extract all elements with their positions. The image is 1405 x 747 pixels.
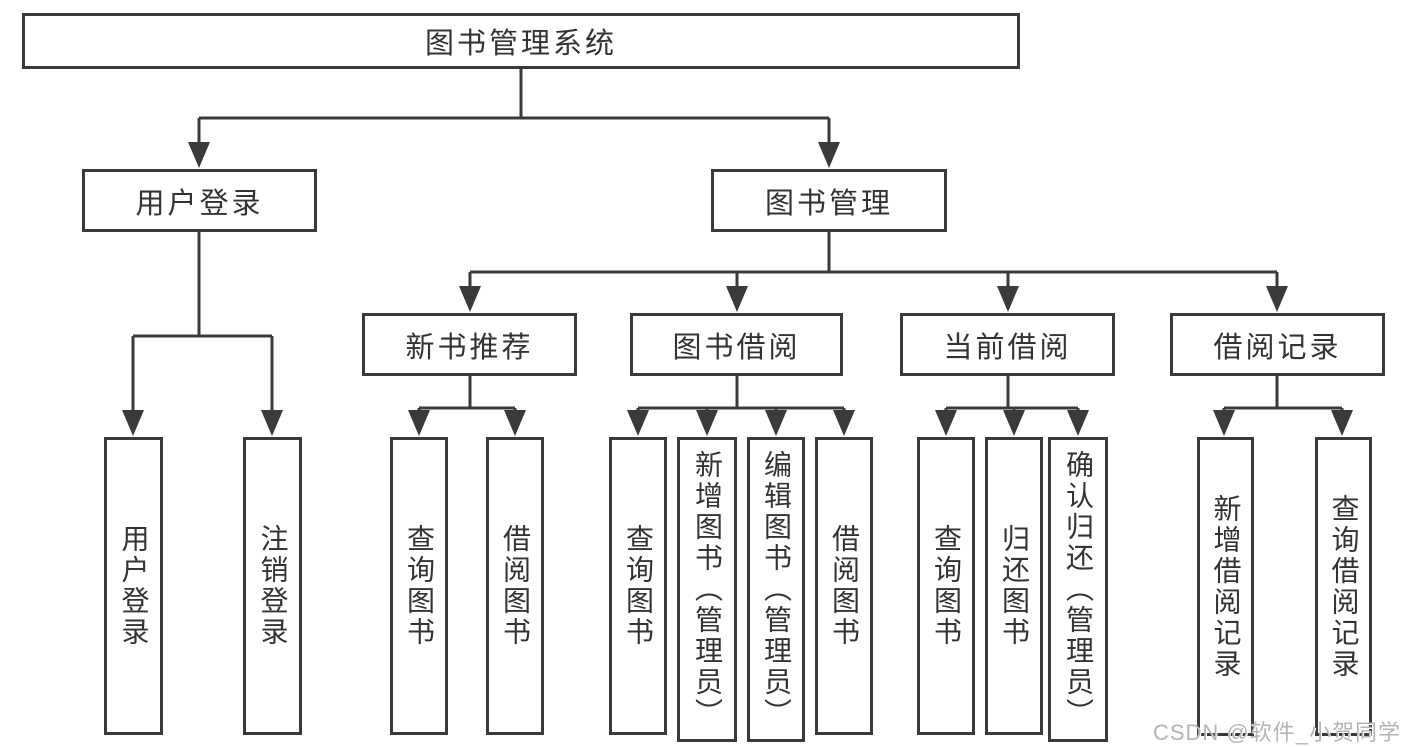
arrowhead-leaf-query-books-2: [627, 410, 649, 436]
arrowhead-leaf-edit-book: [765, 410, 787, 436]
node-current-borrowing: 当前借阅: [900, 313, 1115, 376]
edge-book-management-branch: [468, 232, 1279, 288]
arrowhead-user-login: [188, 142, 210, 168]
node-book-management: 图书管理: [711, 169, 947, 232]
leaf-query-books-2: 查询图书: [609, 437, 667, 735]
node-user-login: 用户登录: [82, 169, 317, 232]
leaf-return-books-label: 归还图书: [999, 524, 1030, 648]
edge-book-borrowing-branch: [636, 376, 846, 414]
node-borrowing-records: 借阅记录: [1170, 313, 1385, 376]
node-book-borrowing: 图书借阅: [630, 313, 843, 376]
leaf-confirm-return-admin-label: 确认归还（管理员）: [1063, 450, 1094, 729]
leaf-query-books-1-label: 查询图书: [404, 524, 435, 648]
arrowhead-book-borrowing: [726, 286, 748, 312]
leaf-logout: 注销登录: [243, 437, 302, 735]
node-new-book-recommend: 新书推荐: [362, 313, 577, 376]
edge-root-to-level2: [197, 69, 831, 145]
edge-borrowing-records-branch: [1222, 376, 1344, 414]
arrowhead-book-management: [818, 142, 840, 168]
arrowhead-borrowing-records: [1266, 286, 1288, 312]
node-book-borrowing-label: 图书借阅: [672, 331, 801, 364]
leaf-borrow-books-1-label: 借阅图书: [500, 524, 531, 648]
node-user-login-label: 用户登录: [135, 187, 264, 220]
leaf-borrow-books-1: 借阅图书: [486, 437, 544, 735]
arrowhead-leaf-borrow-books-1: [504, 410, 526, 436]
leaf-return-books: 归还图书: [985, 437, 1043, 735]
node-new-book-recommend-label: 新书推荐: [405, 331, 534, 364]
edge-new-book-recommend-branch: [417, 376, 517, 414]
node-root: 图书管理系统: [22, 13, 1020, 69]
leaf-query-books-3-label: 查询图书: [931, 524, 962, 648]
arrowhead-leaf-borrow-books-2: [833, 410, 855, 436]
leaf-add-book-admin: 新增图书（管理员）: [677, 437, 737, 742]
leaf-query-books-1: 查询图书: [390, 437, 448, 735]
leaf-query-borrow-record: 查询借阅记录: [1315, 437, 1372, 736]
csdn-watermark: CSDN @软件_小贺同学: [1152, 720, 1401, 745]
leaf-query-books-2-label: 查询图书: [623, 524, 654, 648]
leaf-user-login: 用户登录: [104, 437, 163, 735]
leaf-add-book-admin-label: 新增图书（管理员）: [692, 450, 723, 729]
arrowhead-leaf-query-books-1: [408, 410, 430, 436]
leaf-add-borrow-record-label: 新增借阅记录: [1210, 493, 1242, 680]
arrowhead-leaf-user-login: [122, 410, 144, 436]
leaf-confirm-return-admin: 确认归还（管理员）: [1048, 437, 1108, 742]
arrowhead-current-borrowing: [997, 286, 1019, 312]
node-book-management-label: 图书管理: [764, 187, 893, 220]
leaf-edit-book-admin-label: 编辑图书（管理员）: [761, 450, 792, 729]
edge-user-login-branch: [131, 232, 274, 412]
leaf-query-books-3: 查询图书: [917, 437, 975, 735]
edge-current-borrowing-branch: [944, 376, 1080, 414]
arrowhead-leaf-query-borrow-record: [1331, 410, 1353, 436]
arrowhead-new-book-recommend: [459, 286, 481, 312]
leaf-borrow-books-2: 借阅图书: [815, 437, 873, 735]
leaf-edit-book-admin: 编辑图书（管理员）: [747, 437, 805, 742]
arrowhead-leaf-add-borrow-record: [1213, 410, 1235, 436]
node-root-label: 图书管理系统: [424, 28, 617, 60]
leaf-query-borrow-record-label: 查询借阅记录: [1328, 493, 1360, 680]
node-current-borrowing-label: 当前借阅: [943, 331, 1072, 364]
arrowhead-leaf-add-book: [696, 410, 718, 436]
arrowhead-leaf-logout: [261, 410, 283, 436]
leaf-logout-label: 注销登录: [257, 524, 289, 648]
leaf-user-login-label: 用户登录: [118, 524, 150, 648]
node-borrowing-records-label: 借阅记录: [1213, 331, 1342, 364]
leaf-add-borrow-record: 新增借阅记录: [1197, 437, 1254, 736]
leaf-borrow-books-2-label: 借阅图书: [829, 524, 860, 648]
arrowhead-leaf-query-books-3: [935, 410, 957, 436]
arrowhead-leaf-confirm-return: [1067, 410, 1089, 436]
arrowhead-leaf-return-books: [1003, 410, 1025, 436]
